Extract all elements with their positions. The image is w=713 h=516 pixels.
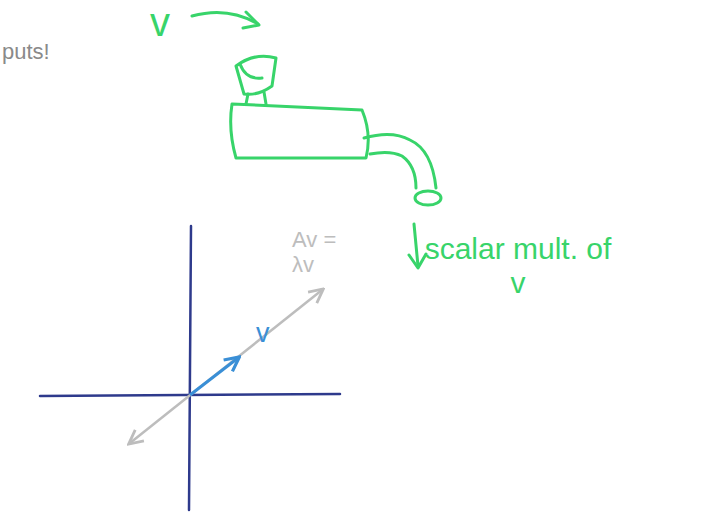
vector-v [190, 358, 238, 395]
input-label: v [150, 0, 170, 45]
slide-text: puts! [2, 40, 50, 65]
machine-drawing [231, 56, 441, 205]
output-arrow [409, 224, 426, 268]
vector-label: v [256, 318, 270, 348]
image-vector [130, 290, 322, 443]
input-arrow [192, 12, 259, 28]
output-label: scalar mult. of v [418, 232, 618, 299]
image-label: Av = λv [290, 228, 352, 277]
